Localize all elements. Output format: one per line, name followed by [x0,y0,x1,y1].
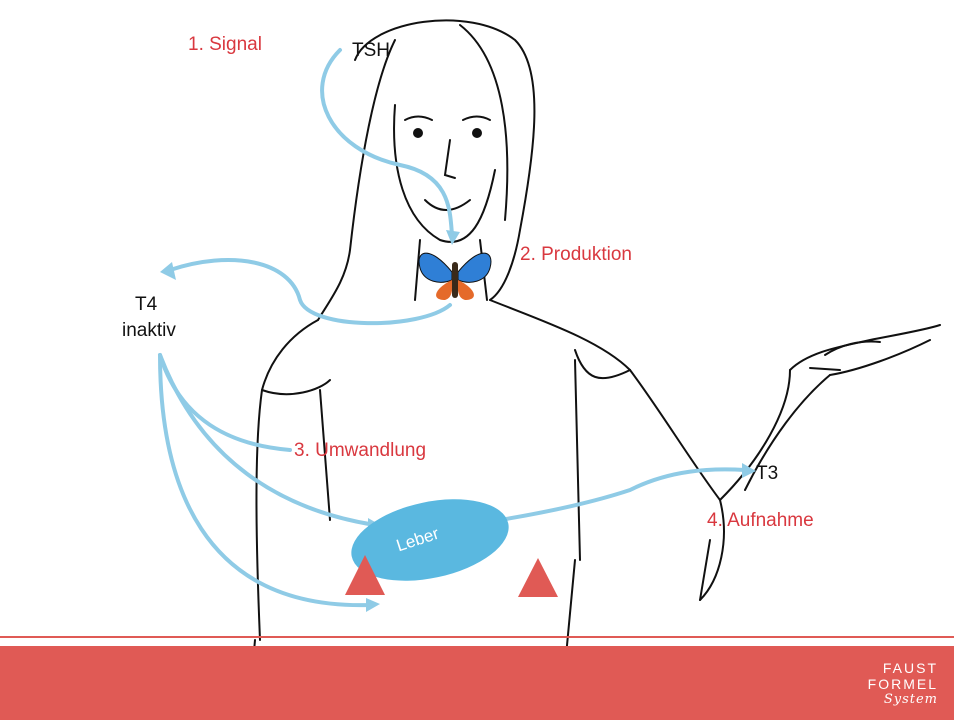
label-t3: T3 [756,463,778,485]
brand-line-3: System [848,692,938,708]
brand-line-2: FORMEL [848,676,938,692]
label-umwandlung: 3. Umwandlung [294,440,426,462]
arrow-signal [322,50,452,235]
label-inaktiv: inaktiv [122,320,176,342]
brand-logo: FAUST FORMEL System [848,660,938,708]
label-produktion: 2. Produktion [520,244,632,266]
label-signal: 1. Signal [188,34,262,56]
arrow-produktion [170,260,450,323]
brand-line-1: FAUST [848,660,938,676]
footer-divider [0,636,954,638]
butterfly-icon [419,253,491,300]
triangle-right [518,558,558,597]
label-aufnahme: 4. Aufnahme [707,510,814,532]
arrow-umwandlung-low [160,355,370,605]
woman-outline [248,20,940,720]
footer-band [0,646,954,720]
label-tsh: TSH [352,40,390,62]
label-t4: T4 [135,294,157,316]
